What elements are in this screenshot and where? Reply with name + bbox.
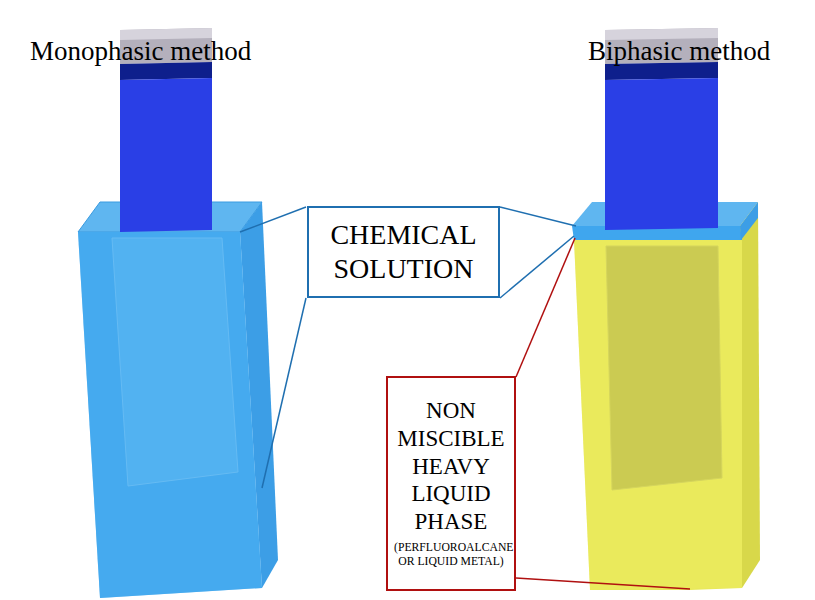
callout-note: (PERFLUOROALCANE OR LIQUID METAL) (394, 541, 508, 569)
method-heading: Monophasic method (30, 36, 251, 67)
solution-callout-box: CHEMICAL SOLUTION (307, 206, 500, 298)
callout-text: CHEMICAL SOLUTION (317, 218, 490, 285)
callout-text: NON MISCIBLE HEAVY LIQUID PHASE (394, 397, 508, 535)
method-heading: Biphasic method (588, 36, 770, 67)
heavy-phase-callout-box: NON MISCIBLE HEAVY LIQUID PHASE (PERFLUOR… (386, 376, 516, 591)
monophasic-tank (78, 28, 278, 598)
biphasic-tank (572, 28, 760, 590)
